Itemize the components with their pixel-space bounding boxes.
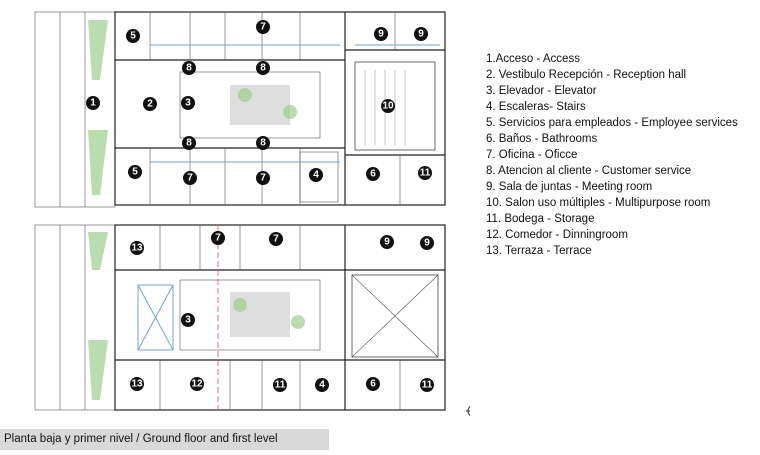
svg-text:7: 7 <box>260 22 266 33</box>
ground-floor-plan <box>34 11 446 208</box>
svg-text:7: 7 <box>187 173 193 184</box>
figure-caption: Planta baja y primer nivel / Ground floo… <box>0 429 329 450</box>
svg-text:9: 9 <box>378 29 384 40</box>
svg-text:8: 8 <box>260 63 266 74</box>
svg-text:13: 13 <box>131 379 143 390</box>
legend-item: 2. Vestibulo Recepción - Reception hall <box>486 69 687 81</box>
ground-floor-markers: 1 2 3 10 5 5 7 8 8 8 8 7 7 4 6 11 9 9 <box>86 20 432 185</box>
svg-text:1: 1 <box>90 98 96 109</box>
svg-text:4: 4 <box>319 380 325 391</box>
north-arrow-icon <box>466 405 470 417</box>
room-marker: 7 <box>183 171 197 185</box>
room-marker: 7 <box>256 171 270 185</box>
first-floor-markers: 13 7 7 9 9 3 13 12 11 4 6 11 <box>130 231 434 392</box>
room-marker: 5 <box>126 29 140 43</box>
legend-item: 4. Escaleras- Stairs <box>486 101 586 113</box>
room-marker: 6 <box>366 377 380 391</box>
svg-text:12: 12 <box>191 379 203 390</box>
svg-text:8: 8 <box>260 138 266 149</box>
legend-item: 6. Baños - Bathrooms <box>486 133 598 145</box>
room-marker: 1 <box>86 96 100 110</box>
svg-text:9: 9 <box>424 238 430 249</box>
svg-text:11: 11 <box>422 380 433 391</box>
floor-plans: 1 2 3 10 5 5 7 8 8 8 8 7 7 4 6 11 9 9 13… <box>34 11 470 417</box>
room-marker: 2 <box>143 97 157 111</box>
svg-text:8: 8 <box>186 138 192 149</box>
room-marker: 4 <box>309 168 323 182</box>
room-marker: 8 <box>256 136 270 150</box>
legend-item: 12. Comedor - Dinningroom <box>486 229 628 241</box>
room-marker: 10 <box>381 99 395 113</box>
legend-item: 3. Elevador - Elevator <box>486 85 597 97</box>
room-marker: 11 <box>273 378 287 392</box>
legend-item: 1.Acceso - Access <box>486 53 580 65</box>
room-marker: 8 <box>182 61 196 75</box>
svg-text:4: 4 <box>313 170 319 181</box>
legend-item: 13. Terraza - Terrace <box>486 245 592 257</box>
room-marker: 13 <box>130 241 144 255</box>
room-marker: 13 <box>130 377 144 391</box>
legend-item: 7. Oficina - Oficce <box>486 149 578 161</box>
room-marker: 7 <box>269 232 283 246</box>
svg-text:8: 8 <box>186 63 192 74</box>
svg-text:7: 7 <box>260 173 266 184</box>
svg-text:3: 3 <box>185 315 191 326</box>
svg-text:6: 6 <box>370 379 376 390</box>
svg-text:3: 3 <box>185 98 191 109</box>
room-marker: 11 <box>420 378 434 392</box>
legend-item: 11. Bodega - Storage <box>486 213 595 225</box>
legend-item: 10. Salon uso múltiples - Multipurpose r… <box>486 197 711 209</box>
room-marker: 3 <box>181 313 195 327</box>
room-marker: 9 <box>374 27 388 41</box>
room-marker: 7 <box>211 231 225 245</box>
svg-text:10: 10 <box>382 101 394 112</box>
svg-text:9: 9 <box>384 237 390 248</box>
room-marker: 3 <box>181 96 195 110</box>
room-marker: 5 <box>128 165 142 179</box>
svg-text:6: 6 <box>370 169 376 180</box>
room-marker: 7 <box>256 20 270 34</box>
room-marker: 9 <box>420 236 434 250</box>
svg-text:11: 11 <box>275 380 286 391</box>
svg-text:7: 7 <box>215 233 221 244</box>
room-marker: 4 <box>315 378 329 392</box>
room-legend: 1.Acceso - Access 2. Vestibulo Recepción… <box>486 51 738 259</box>
svg-text:5: 5 <box>130 31 136 42</box>
svg-text:5: 5 <box>132 167 138 178</box>
room-marker: 6 <box>366 167 380 181</box>
legend-item: 5. Servicios para empleados - Employee s… <box>486 117 738 129</box>
room-marker: 12 <box>190 377 204 391</box>
legend-item: 9. Sala de juntas - Meeting room <box>486 181 653 193</box>
room-marker: 8 <box>182 136 196 150</box>
room-marker: 8 <box>256 61 270 75</box>
svg-text:9: 9 <box>418 29 424 40</box>
first-floor-plan <box>34 224 446 411</box>
legend-item: 8. Atencion al cliente - Customer servic… <box>486 165 692 177</box>
svg-text:13: 13 <box>131 243 143 254</box>
room-marker: 9 <box>380 235 394 249</box>
room-marker: 11 <box>418 166 432 180</box>
svg-text:2: 2 <box>147 99 153 110</box>
svg-text:7: 7 <box>273 234 279 245</box>
svg-text:11: 11 <box>420 168 431 179</box>
room-marker: 9 <box>414 27 428 41</box>
